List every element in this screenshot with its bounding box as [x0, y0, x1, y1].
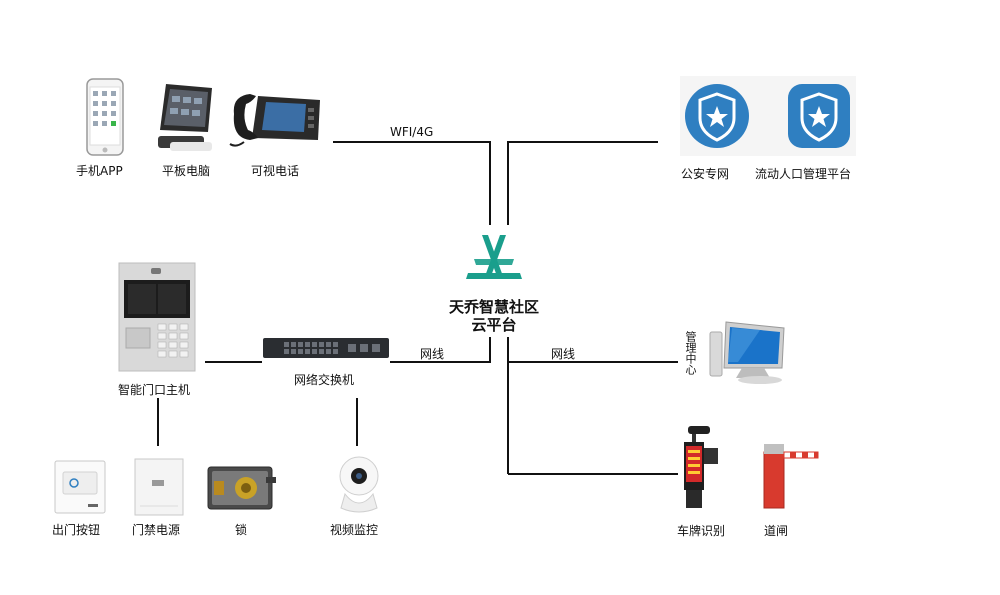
door-host-icon: [118, 262, 196, 372]
net-left-label: 网线: [420, 347, 445, 361]
phone-label: 手机APP: [76, 164, 123, 178]
camera-label: 视频监控: [330, 523, 379, 537]
door-host-label: 智能门口主机: [118, 383, 191, 397]
network-switch-icon: [263, 338, 389, 358]
tablet-label: 平板电脑: [162, 164, 211, 178]
lock-label: 锁: [235, 523, 248, 537]
tablet-icon: [158, 84, 212, 151]
lock-icon: [207, 466, 276, 510]
public-security-label: 公安专网: [681, 167, 730, 181]
exit-button-icon: [54, 460, 106, 514]
barrier-gate-label: 道闸: [764, 524, 789, 538]
floating-population-label: 流动人口管理平台: [755, 167, 852, 181]
plate-recognition-icon: [684, 426, 718, 508]
network-switch-label: 网络交换机: [294, 373, 355, 387]
videophone-icon: [229, 94, 320, 147]
exit-button-label: 出门按钮: [52, 523, 101, 537]
access-power-label: 门禁电源: [132, 523, 181, 537]
computer-monitor-icon: [709, 321, 785, 384]
plate-recognition-label: 车牌识别: [677, 524, 726, 538]
management-center-label: 管理中心: [684, 331, 697, 375]
platform-title: 天乔智慧社区 云平台: [434, 298, 554, 334]
net-right-label: 网线: [551, 347, 576, 361]
floating-population-badge-icon: [788, 84, 850, 148]
wifi-link-label: WFI/4G: [390, 125, 434, 139]
access-power-icon: [134, 458, 184, 516]
camera-icon: [339, 456, 379, 513]
platform-logo-icon: [466, 235, 522, 279]
police-link-line: [507, 141, 658, 225]
videophone-label: 可视电话: [251, 164, 300, 178]
wifi-link-line: [333, 141, 491, 225]
platform-title-line1: 天乔智慧社区: [448, 298, 539, 316]
switch-platform-line: [390, 337, 491, 363]
public-security-badge-icon: [685, 84, 749, 148]
barrier-gate-icon: [763, 444, 819, 509]
phone-icon: [86, 78, 124, 156]
platform-title-line2: 云平台: [471, 316, 517, 334]
